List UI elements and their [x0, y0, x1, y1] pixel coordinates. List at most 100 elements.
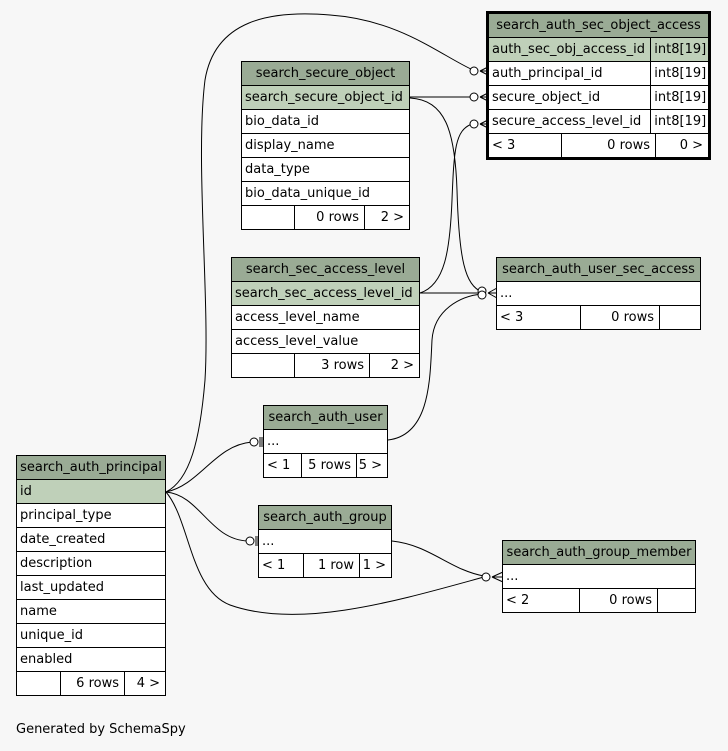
table-search-auth-group[interactable]: search_auth_group ... < 1 1 row 1 >: [258, 505, 392, 578]
table-search-auth-group-member[interactable]: search_auth_group_member ... < 2 0 rows: [502, 540, 696, 613]
footer-children[interactable]: [657, 589, 695, 612]
table-row: ...: [497, 282, 700, 306]
table-row: ...: [259, 530, 391, 554]
table-row: display_name: [242, 134, 409, 158]
column-name: search_secure_object_id: [245, 90, 403, 105]
edge-end-circle: [469, 66, 479, 76]
table-footer: 3 rows 2 >: [232, 354, 419, 377]
table-row: id: [17, 480, 165, 504]
footer-parents[interactable]: [17, 672, 60, 695]
column-name: enabled: [20, 652, 73, 667]
edge-end-circle: [245, 536, 255, 546]
column-name: ...: [500, 286, 513, 301]
edge-auth-user-to-user-sec-access: [387, 293, 483, 441]
table-title: search_auth_group_member: [503, 541, 695, 565]
column-name: access_level_value: [235, 334, 359, 349]
column-name: bio_data_unique_id: [245, 186, 371, 201]
footer-children[interactable]: 2 >: [369, 354, 419, 377]
edge-principal-to-group-member: [165, 491, 485, 615]
table-row: access_level_value: [232, 330, 419, 354]
table-title: search_auth_sec_object_access: [489, 14, 708, 38]
table-title: search_auth_user: [264, 406, 387, 430]
table-row: secure_access_level_id int8[19]: [489, 110, 708, 134]
table-row: principal_type: [17, 504, 165, 528]
edge-end-circle: [481, 572, 491, 582]
edge-principal-to-object-access: [165, 13, 474, 493]
footer-children[interactable]: [659, 306, 700, 329]
table-footer: < 1 5 rows 5 >: [264, 454, 387, 477]
table-row: auth_sec_obj_access_id int8[19]: [489, 38, 708, 62]
table-search-secure-object[interactable]: search_secure_object search_secure_objec…: [241, 61, 410, 230]
table-title: search_auth_principal: [17, 456, 165, 480]
footer-children[interactable]: 2 >: [364, 206, 409, 229]
footer-parents[interactable]: < 3: [492, 138, 516, 153]
table-footer: 0 rows 2 >: [242, 206, 409, 229]
table-row: auth_principal_id int8[19]: [489, 62, 708, 86]
footer-parents[interactable]: [242, 206, 294, 229]
table-row: ...: [264, 430, 387, 454]
footer-row-count: 0 rows: [294, 206, 364, 229]
footer-row-count: 5 rows: [301, 454, 356, 477]
table-search-auth-sec-object-access[interactable]: search_auth_sec_object_access auth_sec_o…: [486, 11, 711, 160]
edge-principal-to-auth-user: [165, 441, 253, 493]
table-footer: 6 rows 4 >: [17, 672, 165, 695]
column-name: last_updated: [20, 580, 105, 595]
column-name: ...: [506, 569, 519, 584]
table-title: search_auth_group: [259, 506, 391, 530]
column-name: bio_data_id: [245, 114, 319, 129]
column-name: ...: [262, 534, 275, 549]
table-footer: < 1 1 row 1 >: [259, 554, 391, 577]
footer-children[interactable]: 0 >: [655, 134, 708, 157]
footer-parents[interactable]: < 1: [262, 558, 286, 573]
column-name: date_created: [20, 532, 106, 547]
table-search-auth-principal[interactable]: search_auth_principal id principal_type …: [16, 455, 166, 696]
column-type: int8[19]: [650, 86, 708, 109]
table-row: search_sec_access_level_id: [232, 282, 419, 306]
footer-children[interactable]: 1 >: [359, 554, 391, 577]
column-name: auth_sec_obj_access_id: [492, 42, 645, 57]
footer-children[interactable]: 4 >: [124, 672, 165, 695]
table-row: secure_object_id int8[19]: [489, 86, 708, 110]
table-row: unique_id: [17, 624, 165, 648]
generated-by-note: Generated by SchemaSpy: [16, 722, 186, 737]
table-row: access_level_name: [232, 306, 419, 330]
table-row: data_type: [242, 158, 409, 182]
column-name: data_type: [245, 162, 310, 177]
column-type: int8[19]: [650, 38, 708, 61]
edge-auth-group-to-group-member: [391, 540, 485, 577]
crows-foot: [487, 287, 498, 299]
footer-children[interactable]: 5 >: [356, 454, 387, 477]
edge-end-circle: [477, 290, 487, 300]
table-footer: < 3 0 rows: [497, 306, 700, 329]
one-marker: [259, 437, 263, 447]
footer-parents[interactable]: < 2: [506, 593, 530, 608]
table-search-sec-access-level[interactable]: search_sec_access_level search_sec_acces…: [231, 257, 420, 378]
footer-row-count: 0 rows: [561, 134, 655, 157]
edge-end-circle: [469, 92, 479, 102]
column-name: ...: [267, 434, 280, 449]
footer-row-count: 0 rows: [579, 589, 657, 612]
footer-row-count: 3 rows: [294, 354, 369, 377]
column-type: int8[19]: [650, 110, 708, 133]
table-row: bio_data_unique_id: [242, 182, 409, 206]
column-name: secure_access_level_id: [492, 114, 642, 129]
table-title: search_auth_user_sec_access: [497, 258, 700, 282]
column-name: id: [20, 484, 32, 499]
table-title: search_secure_object: [242, 62, 409, 86]
table-search-auth-user-sec-access[interactable]: search_auth_user_sec_access ... < 3 0 ro…: [496, 257, 701, 330]
column-name: auth_principal_id: [492, 66, 603, 81]
table-search-auth-user[interactable]: search_auth_user ... < 1 5 rows 5 >: [263, 405, 388, 478]
table-row: search_secure_object_id: [242, 86, 409, 110]
footer-row-count: 0 rows: [580, 306, 659, 329]
column-type: int8[19]: [650, 62, 708, 85]
table-row: name: [17, 600, 165, 624]
table-row: bio_data_id: [242, 110, 409, 134]
table-footer: < 2 0 rows: [503, 589, 695, 612]
edge-end-circle: [469, 119, 479, 129]
footer-parents[interactable]: < 1: [267, 458, 291, 473]
footer-parents[interactable]: < 3: [500, 310, 524, 325]
edge-end-circle: [249, 437, 259, 447]
crows-foot: [491, 571, 504, 583]
footer-parents[interactable]: [232, 354, 294, 377]
